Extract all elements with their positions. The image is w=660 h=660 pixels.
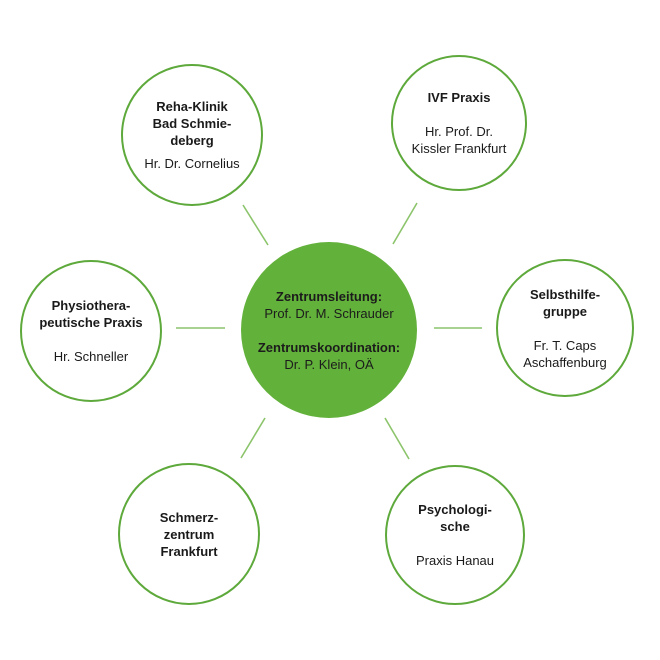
connector-psycho [384,417,410,460]
zentrumskoordination-label: Zentrumskoordination: [257,339,401,355]
psycho-subtitle: Praxis Hanau [415,553,495,568]
zentrumsleitung-label: Zentrumsleitung: [275,288,383,304]
center-circle: Zentrumsleitung: Prof. Dr. M. Schrauder … [241,242,417,418]
zentrumsleitung-name: Prof. Dr. M. Schrauder [264,305,394,321]
ivf-title: IVF Praxis [427,90,491,105]
schmerz-title: Schmerz- zentrum Frankfurt [159,509,219,559]
physio-title: Physiothera- peutische Praxis [39,298,143,330]
reha-title: Reha-Klinik Bad Schmie- deberg [152,99,232,148]
ivf-subtitle: Hr. Prof. Dr. Kissler Frankfurt [411,124,507,156]
psycho-title: Psychologi- sche [418,502,492,534]
zentrumskoordination-name: Dr. P. Klein, OÄ [284,356,374,372]
node-reha-klinik: Reha-Klinik Bad Schmie- deberg Hr. Dr. C… [121,64,263,206]
physio-subtitle: Hr. Schneller [53,349,129,364]
selbsthilfe-subtitle: Fr. T. Caps Aschaffenburg [523,337,607,370]
node-psychologische-praxis: Psychologi- sche Praxis Hanau [385,465,525,605]
node-ivf-praxis: IVF Praxis Hr. Prof. Dr. Kissler Frankfu… [391,55,527,191]
node-schmerzzentrum: Schmerz- zentrum Frankfurt [118,463,260,605]
selbsthilfe-title: Selbsthilfe- gruppe [529,286,601,319]
node-physiotherapie: Physiothera- peutische Praxis Hr. Schnel… [20,260,162,402]
connector-reha [242,204,269,246]
connector-ivf [392,202,418,245]
node-selbsthilfegruppe: Selbsthilfe- gruppe Fr. T. Caps Aschaffe… [496,259,634,397]
connector-schmerz [240,417,266,459]
reha-subtitle: Hr. Dr. Cornelius [144,156,240,171]
